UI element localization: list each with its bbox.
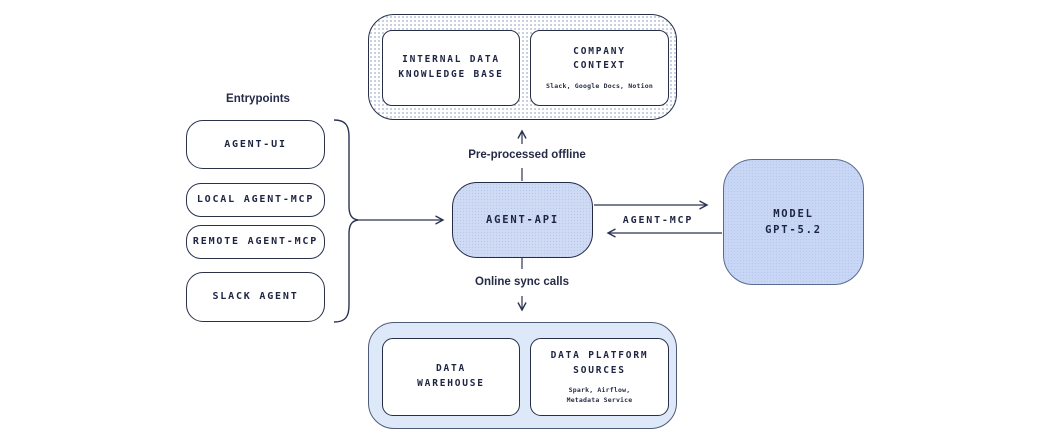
data-container: DATA WAREHOUSE DATA PLATFORM SOURCES Spa… <box>368 322 677 429</box>
agent-api-node: AGENT-API <box>452 182 593 258</box>
data-platform-sources-label: DATA PLATFORM SOURCES <box>550 349 649 376</box>
company-context-sources: Slack, Google Docs, Notion <box>546 82 653 90</box>
local-agent-mcp-label: LOCAL AGENT-MCP <box>196 194 315 206</box>
remote-agent-mcp-label: REMOTE AGENT-MCP <box>192 236 319 248</box>
entrypoint-remote-agent-mcp: REMOTE AGENT-MCP <box>186 225 325 259</box>
agent-mcp-link-label: AGENT-MCP <box>622 215 694 226</box>
pre-processed-offline-label: Pre-processed offline <box>468 149 586 161</box>
knowledge-container: INTERNAL DATA KNOWLEDGE BASE COMPANY CON… <box>368 14 677 120</box>
data-platform-sources-node: DATA PLATFORM SOURCES Spark, Airflow, Me… <box>530 338 669 416</box>
data-platform-sources-list: Spark, Airflow, Metadata Service <box>566 386 633 404</box>
entrypoint-agent-ui: AGENT-UI <box>186 120 325 169</box>
internal-data-knowledge-base-label: INTERNAL DATA KNOWLEDGE BASE <box>398 54 504 80</box>
model-node: MODEL GPT-5.2 <box>723 159 864 285</box>
slack-agent-label: SLACK AGENT <box>212 291 299 303</box>
data-warehouse-label: DATA WAREHOUSE <box>417 363 485 389</box>
model-label: MODEL GPT-5.2 <box>765 207 822 236</box>
entrypoints-heading: Entrypoints <box>226 93 290 105</box>
agent-api-label: AGENT-API <box>485 213 560 226</box>
company-context-label: COMPANY CONTEXT <box>573 45 626 72</box>
agent-ui-label: AGENT-UI <box>224 138 287 150</box>
data-warehouse-node: DATA WAREHOUSE <box>382 338 520 416</box>
internal-data-knowledge-base-node: INTERNAL DATA KNOWLEDGE BASE <box>382 30 520 106</box>
online-sync-calls-label: Online sync calls <box>475 276 569 288</box>
entrypoint-slack-agent: SLACK AGENT <box>186 272 325 322</box>
entrypoints-brace <box>333 119 359 323</box>
company-context-node: COMPANY CONTEXT Slack, Google Docs, Noti… <box>530 30 669 106</box>
entrypoint-local-agent-mcp: LOCAL AGENT-MCP <box>186 183 325 217</box>
